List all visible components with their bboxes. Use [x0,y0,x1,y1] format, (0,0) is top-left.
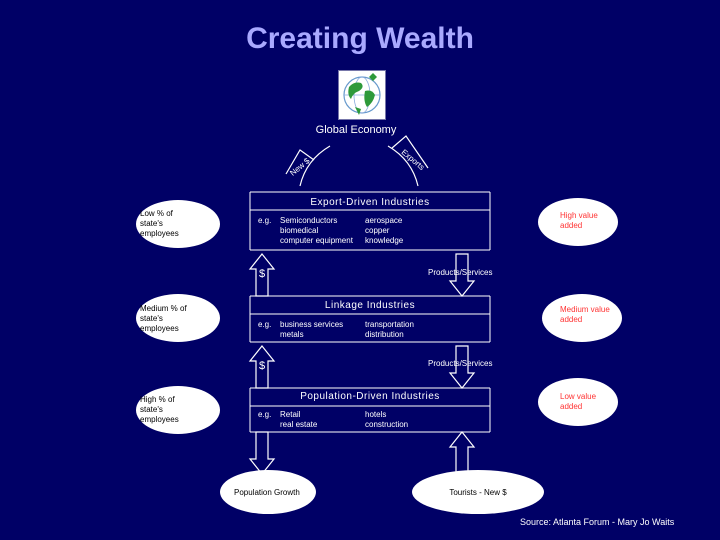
globe-image [338,70,386,120]
value-bubble-3 [538,378,618,426]
products-flow-label-2: Products/Services [428,359,493,368]
page-title: Creating Wealth [246,22,474,55]
value-text-2: Medium value added [560,305,610,324]
value-text-1: High value added [560,211,598,230]
money-flow-label-1: $ [259,268,266,280]
tourists-label: Tourists - New $ [449,488,507,497]
section3-col2: hotels construction [365,410,409,429]
eg-label-2: e.g. [258,320,272,329]
population-growth-bubble [220,470,316,514]
eg-label-1: e.g. [258,216,272,225]
products-flow-label-1: Products/Services [428,268,493,277]
section3-col1: Retail real estate [280,410,318,429]
employees-text-1: Low % of state's employees [140,209,179,238]
value-bubble-2 [542,294,622,342]
section-header-population: Population-Driven Industries [300,391,440,402]
employees-bubble-2 [136,294,220,342]
population-growth-label: Population Growth [234,488,300,497]
employees-bubble-3 [136,386,220,434]
globe-icon [343,73,381,115]
value-text-3: Low value added [560,392,597,411]
section-header-linkage: Linkage Industries [324,300,416,311]
section1-col2: aerospace copper knowledge [365,216,404,245]
source-citation: Source: Atlanta Forum - Mary Jo Waits [520,517,675,527]
section2-col1: business services metals [280,320,344,339]
employees-text-3: High % of state's employees [140,395,179,424]
employees-text-2: Medium % of state's employees [140,304,187,333]
section1-col1: Semiconductors biomedical computer equip… [280,216,353,245]
employees-bubble-1 [136,200,220,248]
global-economy-label: Global Economy [315,124,397,136]
section2-col2: transportation distribution [365,320,414,339]
value-bubble-1 [538,198,618,246]
money-flow-label-2: $ [259,360,266,372]
tourists-bubble [412,470,544,514]
eg-label-3: e.g. [258,410,272,419]
section-header-export: Export-Driven Industries [310,197,430,208]
